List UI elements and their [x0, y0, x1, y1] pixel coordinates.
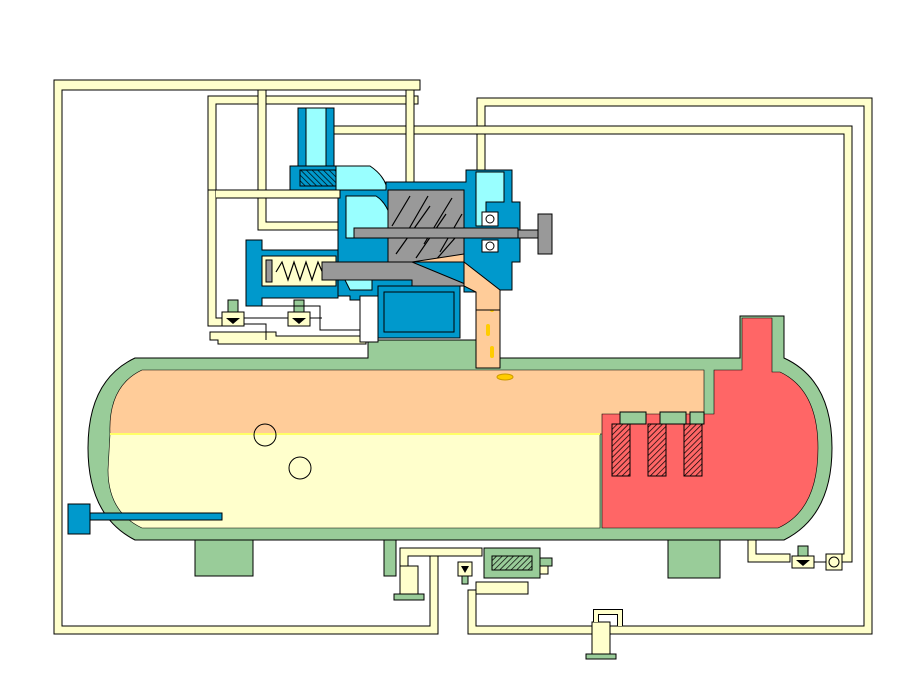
output-shaft [517, 229, 541, 239]
valve-return-pipe [209, 331, 367, 345]
rotor-shaft [353, 227, 519, 239]
oil-heater-icon [67, 503, 223, 535]
solenoid-valve-icon [791, 545, 815, 569]
oil-drop-icon [490, 346, 494, 358]
discharge-gas-path [411, 253, 501, 311]
coalescer-element-icon [611, 423, 631, 477]
drain-valve-icon [585, 609, 623, 660]
coalescer-lug-3 [689, 411, 705, 425]
coalescer-lug-1 [619, 411, 647, 425]
bottom-components [393, 545, 843, 660]
screw-rotor [387, 189, 465, 263]
oil-filter-icon [483, 547, 553, 579]
shaft-coupling [537, 213, 553, 255]
drain-valve-icon [393, 565, 425, 601]
solenoid-valves [221, 296, 361, 340]
oil-pump-icon [825, 553, 843, 571]
vessel-oil-space [107, 433, 601, 529]
slide-valve-spring-icon [275, 260, 325, 282]
center-drop-pipe [405, 89, 415, 195]
coalescer-element-icon [647, 423, 667, 477]
oil-drop-icon [496, 373, 514, 381]
vessel-saddle-left [194, 539, 254, 577]
screw-compressor-icon [245, 107, 553, 343]
solenoid-valve-icon [287, 299, 311, 327]
filter-return-pipe [475, 581, 529, 595]
vessel-saddle-right [667, 539, 721, 579]
solenoid-valve-icon [221, 299, 245, 327]
solenoid-valve-icon [457, 561, 473, 585]
oil-drop-icon [486, 324, 490, 336]
oil-separator-vessel [67, 315, 833, 579]
sight-glass-icon [253, 423, 277, 447]
coalescer-element-icon [683, 423, 703, 477]
coalescer-lug-2 [659, 411, 687, 425]
sight-glass-icon [288, 456, 312, 480]
outer-oil-loop-pipe [53, 79, 439, 635]
valve-feed-pipe [207, 189, 231, 327]
discharge-oil-line [216, 189, 341, 199]
vessel-drain-stub [383, 535, 397, 577]
discharge-riser-pipe [475, 309, 501, 369]
